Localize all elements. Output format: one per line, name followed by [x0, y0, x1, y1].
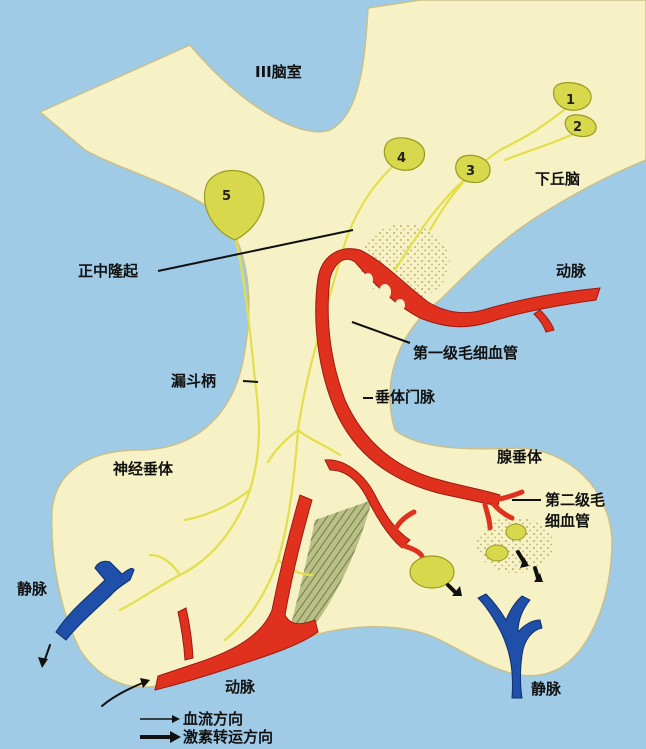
label-secondary-capillary-2: 细血管: [545, 512, 590, 530]
neuron-5-number: 5: [222, 189, 231, 204]
label-vein-left: 静脉: [17, 580, 48, 598]
neuron-3-number: 3: [466, 164, 475, 179]
secretory-cell-small-2: [485, 544, 509, 562]
legend-blood-flow: 血流方向: [183, 710, 243, 728]
neurohypophysis-capillary-lumens: [315, 472, 355, 501]
neuron-2-number: 2: [573, 120, 582, 135]
neuron-3: 3: [455, 154, 491, 184]
label-adenohypophysis: 腺垂体: [497, 448, 543, 466]
label-median-eminence: 正中隆起: [78, 262, 139, 280]
label-artery-top: 动脉: [556, 262, 587, 280]
label-infundibular-stalk: 漏斗柄: [171, 372, 216, 390]
label-primary-capillary: 第一级毛细血管: [413, 344, 518, 362]
legend-hormone-transport: 激素转运方向: [183, 728, 273, 746]
label-hypothalamus: 下丘脑: [535, 170, 580, 188]
stalk-hatched-region: [290, 500, 372, 628]
neuron-1: 1: [552, 82, 592, 111]
neuro-artery-branches: [392, 509, 425, 559]
neuron-4: 4: [383, 137, 426, 171]
neuron-2: 2: [564, 114, 597, 138]
brain-tissue: [38, 0, 646, 688]
secondary-capillary-branches: [482, 489, 525, 531]
vein-right: [477, 593, 543, 699]
label-third-ventricle: III脑室: [255, 63, 302, 81]
label-neurohypophysis: 神经垂体: [113, 460, 174, 478]
legend: 血流方向 激素转运方向: [140, 710, 273, 746]
hormone-arrowheads: [452, 557, 543, 596]
neuron-5: 5: [203, 169, 265, 241]
portal-vessel-system: [154, 248, 601, 691]
secretory-cell-large: [409, 555, 455, 589]
label-artery-bottom: 动脉: [225, 678, 256, 696]
nerve-fibers: [118, 103, 580, 642]
neuron-1-number: 1: [566, 93, 575, 108]
neuron-4-number: 4: [397, 151, 406, 166]
primary-capillary-lumens: [344, 273, 405, 314]
label-secondary-capillary-1: 第二级毛: [545, 491, 605, 509]
blood-flow-arrowheads: [38, 657, 150, 688]
label-vein-right: 静脉: [531, 680, 562, 698]
leader-lines: [157, 229, 541, 501]
secretory-cell-small-1: [505, 523, 527, 541]
vein-left: [55, 560, 135, 641]
label-portal-vein: 垂体门脉: [375, 388, 436, 406]
